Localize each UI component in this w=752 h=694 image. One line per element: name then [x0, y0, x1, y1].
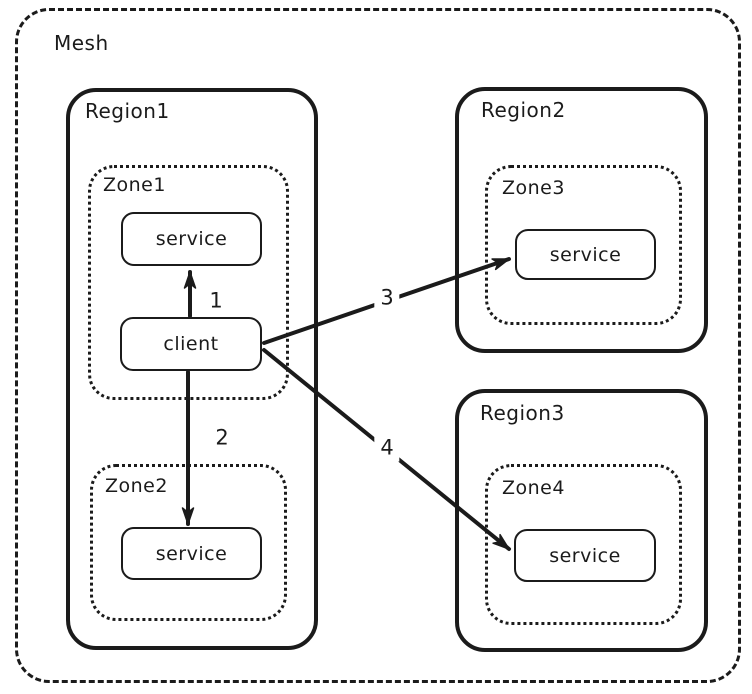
region1-label: Region1 — [85, 99, 170, 123]
zone3-box: Zone3 service — [485, 165, 682, 325]
zone2-service-node: service — [121, 527, 262, 580]
region2-box: Region2 Zone3 service — [455, 87, 708, 353]
region3-box: Region3 Zone4 service — [455, 389, 708, 652]
client-node: client — [120, 317, 262, 371]
mesh-boundary: Mesh Region1 Zone1 service client Zone2 … — [15, 8, 741, 683]
zone2-box: Zone2 service — [90, 464, 287, 621]
zone4-label: Zone4 — [502, 477, 565, 499]
edge-1-label: 1 — [203, 287, 229, 315]
mesh-label: Mesh — [54, 31, 109, 55]
edge-3-label: 3 — [374, 284, 400, 312]
region1-box: Region1 Zone1 service client Zone2 servi… — [66, 88, 318, 650]
zone2-label: Zone2 — [105, 475, 168, 497]
region2-label: Region2 — [481, 98, 566, 122]
zone3-label: Zone3 — [502, 177, 565, 199]
zone1-label: Zone1 — [103, 174, 166, 196]
zone3-service-node: service — [515, 229, 656, 280]
zone1-box: Zone1 service client — [88, 165, 289, 400]
edge-4-label: 4 — [374, 434, 400, 462]
zone1-service-node: service — [121, 212, 262, 266]
zone4-box: Zone4 service — [485, 464, 682, 625]
region3-label: Region3 — [480, 401, 565, 425]
edge-2-label: 2 — [209, 424, 235, 452]
zone4-service-node: service — [514, 529, 656, 582]
